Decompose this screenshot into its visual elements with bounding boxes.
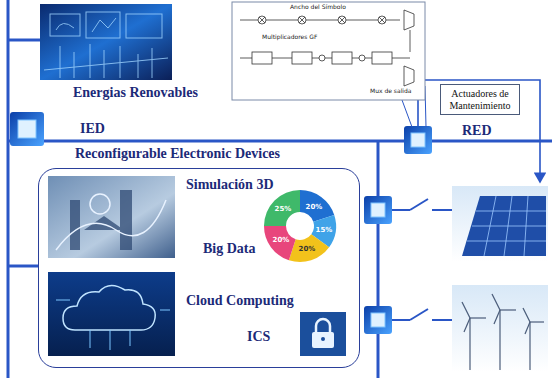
pie-percent: 25%	[275, 205, 292, 213]
simulation-image	[48, 176, 175, 258]
pie-percent: 20%	[273, 236, 290, 244]
circuit-inset	[232, 2, 426, 127]
switch-symbol	[392, 199, 452, 320]
section-label: ICS	[247, 329, 270, 345]
renewables-image	[40, 4, 172, 80]
bus-line	[8, 0, 552, 378]
pie-percent: 20%	[299, 245, 316, 253]
section-label: RED	[462, 123, 492, 139]
group-region: Simulación 3D Big DataCloud ComputingICS	[38, 168, 360, 368]
lock-icon	[300, 312, 346, 356]
actuator-line	[418, 80, 540, 182]
wind-turbine-image	[452, 285, 548, 372]
cloud-image	[48, 272, 175, 356]
process-box: Actuadores de Mantenimiento	[440, 84, 520, 115]
section-label: Big Data	[203, 241, 256, 257]
circuit-label: Ancho del Símbolo	[290, 4, 346, 11]
section-label: Reconfigurable Electronic Devices	[75, 146, 280, 162]
section-label: Energias Renovables	[73, 85, 198, 101]
box-text: Actuadores de Mantenimiento	[441, 85, 519, 114]
circuit-label: Multiplicadores GF	[262, 34, 317, 41]
circuit-label: Mux de salida	[370, 88, 411, 95]
section-label: IED	[80, 121, 105, 137]
solar-panel-image	[452, 186, 548, 262]
pie-percent: 20%	[306, 203, 323, 211]
section-label: Cloud Computing	[186, 293, 294, 309]
pie-chart	[264, 190, 336, 262]
pie-percent: 15%	[316, 226, 333, 234]
section-label: Simulación 3D	[186, 177, 274, 193]
